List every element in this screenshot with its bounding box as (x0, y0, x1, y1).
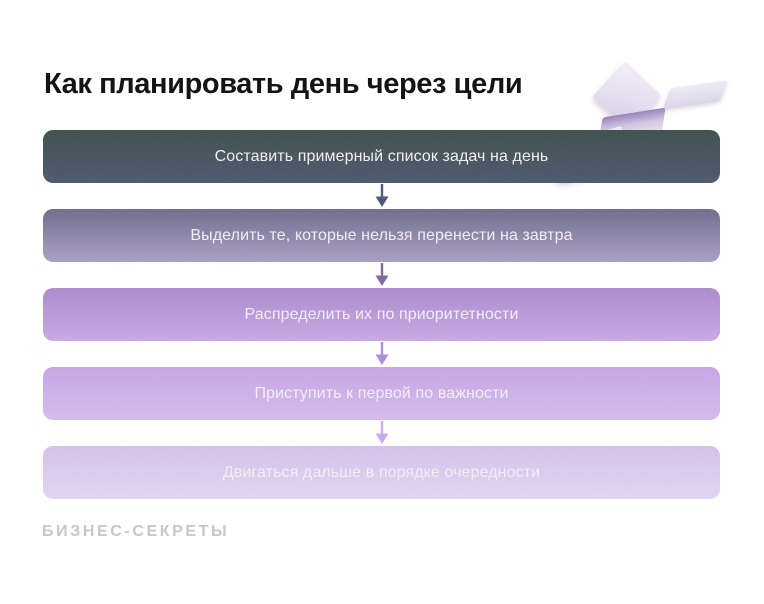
step-label: Распределить их по приоритетности (244, 305, 519, 323)
brand-logo: БИЗНЕС-СЕКРЕТЫ (42, 523, 230, 540)
arrow-row (43, 420, 720, 446)
step-label: Приступить к первой по важности (254, 384, 509, 402)
step-bar-5: Двигаться дальше в порядке очередности (43, 446, 720, 499)
step-label: Выделить те, которые нельзя перенести на… (190, 226, 573, 244)
arrow-row (43, 262, 720, 288)
arrow-row (43, 183, 720, 209)
steps-flowchart: Составить примерный список задач на день… (43, 130, 720, 499)
arrow-down-icon (375, 263, 388, 286)
step-label: Составить примерный список задач на день (214, 147, 549, 165)
arrow-row (43, 341, 720, 367)
step-label: Двигаться дальше в порядке очередности (222, 463, 541, 481)
step-bar-3: Распределить их по приоритетности (43, 288, 720, 341)
paper-sheet-icon (662, 80, 728, 110)
arrow-down-icon (375, 342, 388, 365)
step-bar-1: Составить примерный список задач на день (43, 130, 720, 183)
step-bar-2: Выделить те, которые нельзя перенести на… (43, 209, 720, 262)
page-title: Как планировать день через цели (44, 68, 523, 100)
arrow-down-icon (375, 184, 388, 207)
step-bar-4: Приступить к первой по важности (43, 367, 720, 420)
arrow-down-icon (375, 421, 388, 444)
